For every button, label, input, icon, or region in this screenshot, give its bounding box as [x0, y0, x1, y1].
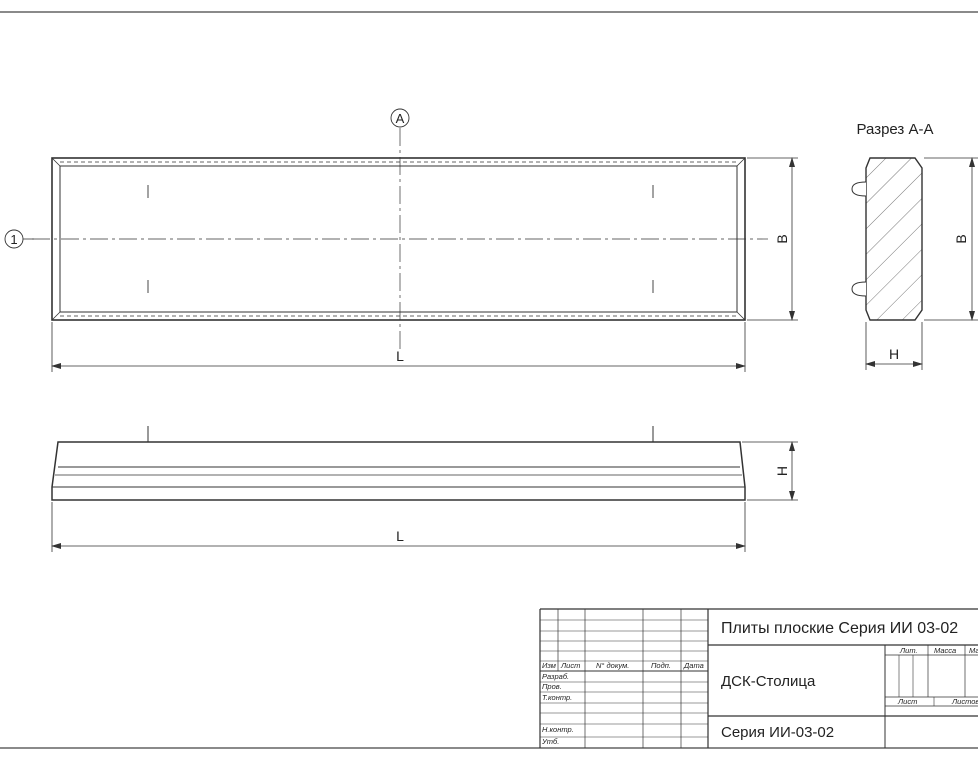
- section-marker: A: [390, 108, 410, 128]
- role-razrab: Разраб.: [542, 672, 569, 681]
- section-view: [851, 157, 923, 321]
- drawing-frame: [0, 11, 978, 749]
- header-doc: N° докум.: [596, 661, 629, 670]
- svg-text:1: 1: [10, 232, 17, 247]
- plan-length-dimension: [51, 322, 746, 372]
- section-width-label: B: [953, 234, 969, 243]
- sheets-label: Листов: [951, 697, 978, 706]
- section-title: Разрез А-А: [857, 121, 934, 138]
- plan-view: [32, 128, 768, 350]
- organization-name: ДСК-Столица: [721, 673, 816, 690]
- section-width-dimension: [924, 157, 978, 321]
- elevation-height-dimension: [742, 441, 798, 501]
- role-prov: Пров.: [542, 682, 562, 691]
- header-izm: Изм: [542, 661, 556, 670]
- elevation-height-label: H: [774, 466, 790, 476]
- svg-text:A: A: [396, 111, 405, 126]
- title-block: [539, 608, 978, 748]
- lit-label: Лит.: [899, 646, 918, 655]
- header-date: Дата: [683, 661, 704, 670]
- document-name: Плиты плоские Серия ИИ 03-02: [721, 620, 958, 637]
- axis-marker: 1: [4, 229, 34, 249]
- role-nkontr: Н.контр.: [542, 725, 574, 734]
- section-height-dimension: [865, 322, 923, 370]
- plan-width-dimension: [747, 157, 798, 321]
- elevation-length-label: L: [396, 528, 404, 544]
- elevation-length-dimension: [51, 502, 746, 552]
- plan-length-label: L: [396, 348, 404, 364]
- role-utv: Утб.: [541, 737, 559, 746]
- role-tkontr: Т.контр.: [542, 693, 572, 702]
- header-sign: Подп.: [651, 661, 671, 670]
- section-height-label: H: [889, 346, 899, 362]
- mass-label: Масса: [934, 646, 956, 655]
- header-list: Лист: [560, 661, 580, 670]
- series-name: Серия ИИ-03-02: [721, 724, 834, 741]
- elevation-view: [51, 426, 746, 501]
- sheet-label: Лист: [897, 697, 917, 706]
- plan-width-label: B: [774, 234, 790, 243]
- scale-label: Масштаб: [969, 646, 978, 655]
